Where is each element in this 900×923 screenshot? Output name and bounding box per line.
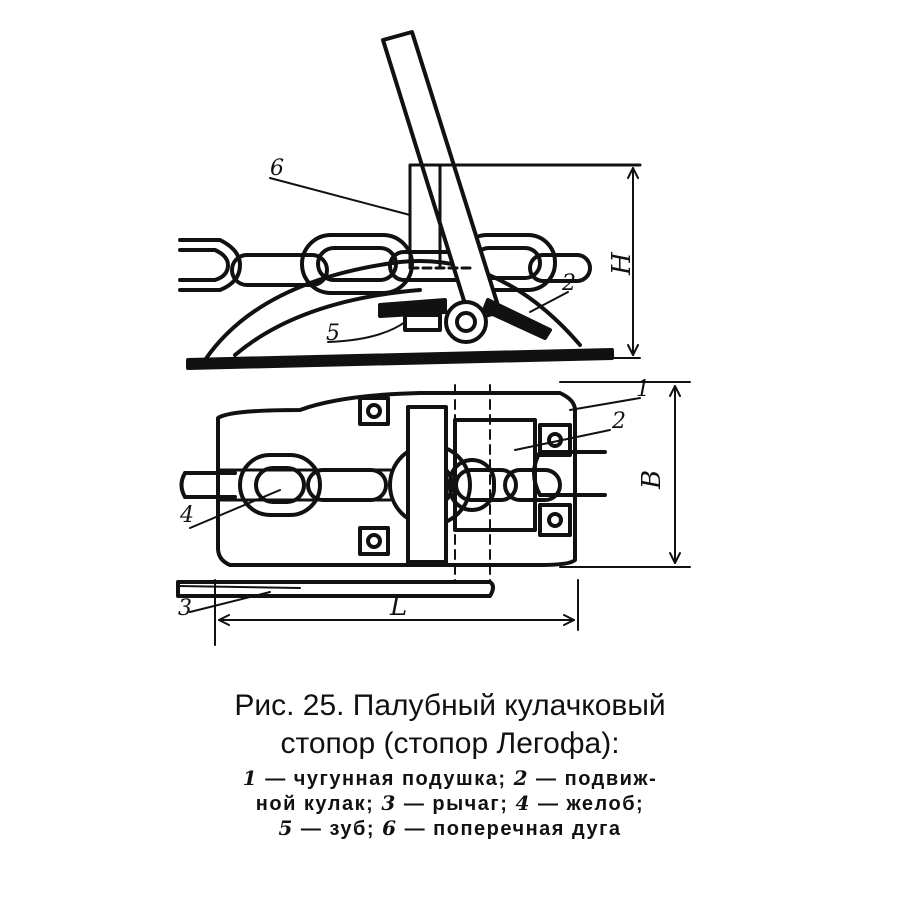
label-6: 6 [270, 156, 284, 181]
side-pivot [444, 300, 488, 344]
side-base-plate [186, 348, 614, 370]
legend-number: 2 [513, 766, 529, 790]
legend-line-1: 1 — чугунная подушка; 2 — подвиж- [150, 765, 750, 793]
legend-line-2: ной кулак; 3 — рычаг; 4 — желоб; [150, 790, 750, 818]
label-4: 4 [179, 503, 194, 528]
legend-text: — рычаг; [396, 793, 516, 815]
stopper-technical-drawing: 6 2 5 H 1 2 B 4 3 L [176, 30, 691, 646]
label-1: 1 [636, 377, 650, 402]
legend-number: 4 [515, 791, 531, 815]
legend-text: — желоб; [530, 793, 645, 815]
legend-number: 6 [382, 816, 398, 840]
top-movable-cam [406, 405, 448, 564]
label-2-side: 2 [561, 271, 576, 296]
dimension-b: B [637, 470, 667, 490]
side-tooth [403, 313, 442, 332]
dimension-l: L [389, 592, 407, 622]
side-cushion-arc [203, 259, 582, 362]
legend-text: — зуб; [293, 818, 383, 840]
top-chain-link [238, 453, 322, 517]
legend-number: 5 [278, 816, 294, 840]
side-chain-link [230, 253, 329, 287]
label-3: 3 [178, 596, 192, 621]
legend-text: — поперечная дуга [397, 818, 622, 840]
caption-line-1: Рис. 25. Палубный кулачковый [234, 689, 666, 722]
caption-line-2: стопор (стопор Легофа): [280, 727, 620, 760]
label-5: 5 [326, 321, 340, 346]
top-chain-end [179, 471, 237, 499]
legend-text: — чугунная подушка; [258, 768, 514, 790]
side-movable-cam [378, 298, 447, 318]
legend-number: 3 [381, 791, 397, 815]
top-lever [176, 580, 495, 598]
legend-number: 1 [242, 766, 259, 790]
top-view [176, 381, 691, 646]
dimension-h: H [607, 251, 637, 276]
label-2-top: 2 [611, 409, 626, 434]
top-body-outline [216, 391, 577, 567]
legend-text: — подвиж- [529, 768, 658, 790]
legend-text: ной кулак; [255, 793, 382, 815]
side-chain-end [178, 238, 242, 292]
legend-line-3: 5 — зуб; 6 — поперечная дуга [150, 815, 750, 843]
side-view [178, 30, 642, 370]
